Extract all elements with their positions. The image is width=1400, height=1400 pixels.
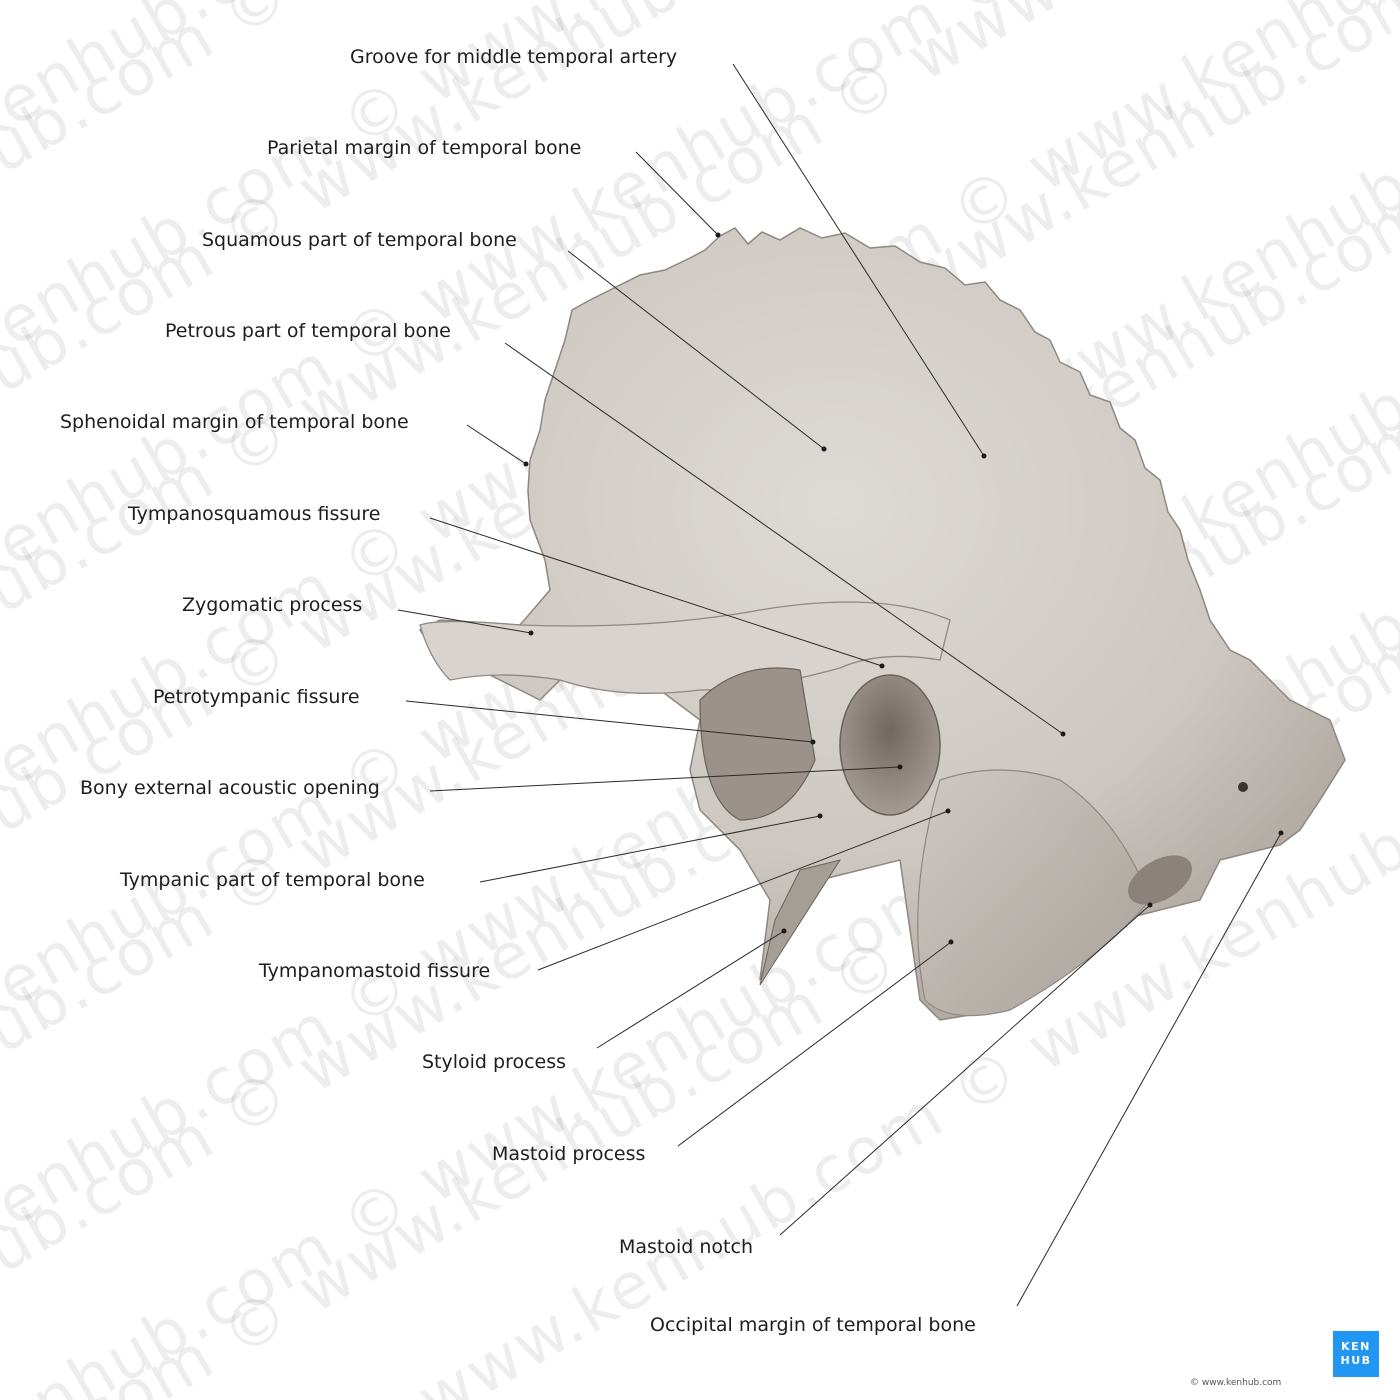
label-tympanic-part: Tympanic part of temporal bone bbox=[120, 869, 425, 891]
label-groove-middle-temporal-artery: Groove for middle temporal artery bbox=[350, 46, 678, 68]
pointer-dot-tympanomastoid-fissure bbox=[945, 808, 951, 814]
label-mastoid-process: Mastoid process bbox=[492, 1143, 646, 1165]
pointer-dot-zygomatic-process bbox=[528, 630, 534, 636]
leader-line-petrous-part bbox=[504, 342, 1064, 735]
mandibular-fossa-shape bbox=[699, 667, 816, 821]
label-styloid-process: Styloid process bbox=[422, 1051, 567, 1073]
mastoid-process-shape bbox=[917, 769, 1151, 1017]
zygomatic-process-shape bbox=[419, 601, 951, 694]
leader-line-styloid-process bbox=[596, 930, 785, 1049]
leader-line-sphenoidal-margin bbox=[466, 424, 527, 465]
pointer-dot-parietal-margin bbox=[715, 232, 721, 238]
leader-line-parietal-margin bbox=[635, 151, 719, 236]
pointer-dot-tympanic-part bbox=[817, 813, 823, 819]
pointer-dot-styloid-process bbox=[781, 928, 787, 934]
leader-line-mastoid-process bbox=[677, 941, 952, 1147]
label-zygomatic-process: Zygomatic process bbox=[182, 594, 363, 616]
label-tympanosquamous-fissure: Tympanosquamous fissure bbox=[128, 503, 381, 525]
leader-line-zygomatic-process bbox=[397, 609, 532, 634]
pointer-dot-bony-external-acoustic-opening bbox=[897, 764, 903, 770]
leader-line-bony-external-acoustic-opening bbox=[429, 766, 901, 792]
leader-line-tympanic-part bbox=[479, 815, 821, 883]
external-acoustic-opening-shape bbox=[839, 674, 941, 816]
pointer-dot-petrotympanic-fissure bbox=[810, 739, 816, 745]
mastoid-notch-shape bbox=[1128, 855, 1192, 905]
pointer-dot-petrous-part bbox=[1060, 731, 1066, 737]
pointer-dot-sphenoidal-margin bbox=[523, 461, 529, 467]
leader-line-groove-middle-temporal-artery bbox=[732, 63, 985, 457]
leader-line-squamous-part bbox=[567, 250, 825, 450]
kenhub-logo: KEN HUB bbox=[1333, 1331, 1379, 1377]
pointer-dot-mastoid-notch bbox=[1147, 902, 1153, 908]
pointer-dot-tympanosquamous-fissure bbox=[879, 663, 885, 669]
label-petrous-part: Petrous part of temporal bone bbox=[165, 320, 451, 342]
label-tympanomastoid-fissure: Tympanomastoid fissure bbox=[259, 960, 491, 982]
label-mastoid-notch: Mastoid notch bbox=[619, 1236, 753, 1258]
label-bony-external-acoustic-opening: Bony external acoustic opening bbox=[80, 777, 380, 799]
leader-line-petrotympanic-fissure bbox=[405, 700, 814, 743]
pointer-dot-groove-middle-temporal-artery bbox=[981, 453, 987, 459]
mastoid-foramen bbox=[1238, 782, 1248, 792]
leader-line-occipital-margin bbox=[1016, 832, 1282, 1307]
leader-lines bbox=[397, 63, 1284, 1307]
pointer-dot-occipital-margin bbox=[1278, 830, 1284, 836]
label-petrotympanic-fissure: Petrotympanic fissure bbox=[153, 686, 360, 708]
pointer-dot-squamous-part bbox=[821, 446, 827, 452]
label-occipital-margin: Occipital margin of temporal bone bbox=[650, 1314, 976, 1336]
label-sphenoidal-margin: Sphenoidal margin of temporal bone bbox=[60, 411, 409, 433]
label-parietal-margin: Parietal margin of temporal bone bbox=[267, 137, 582, 159]
leader-line-mastoid-notch bbox=[779, 904, 1151, 1236]
pointer-dot-mastoid-process bbox=[948, 939, 954, 945]
copyright-credit: © www.kenhub.com bbox=[1190, 1378, 1282, 1388]
leader-line-tympanomastoid-fissure bbox=[537, 810, 949, 971]
label-squamous-part: Squamous part of temporal bone bbox=[202, 229, 517, 251]
leader-line-tympanosquamous-fissure bbox=[429, 517, 883, 667]
styloid-process-shape bbox=[759, 859, 842, 986]
